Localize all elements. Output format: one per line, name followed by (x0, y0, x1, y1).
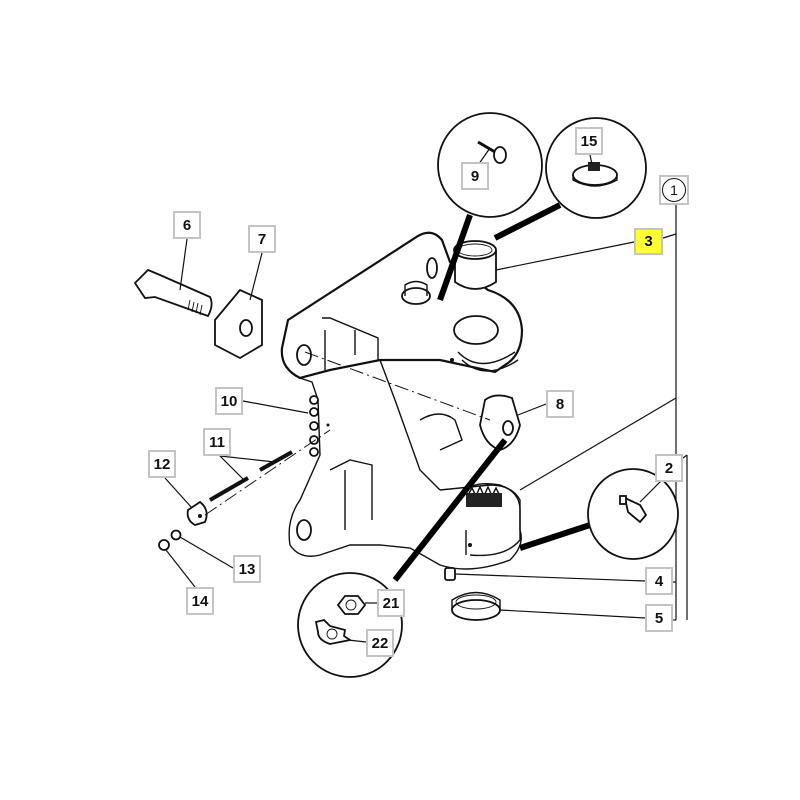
detail-circle-pin-9 (437, 112, 543, 218)
callout-14-label: 14 (191, 592, 209, 610)
washer-13 (170, 529, 182, 541)
callout-11[interactable]: 11 (203, 428, 231, 456)
callout-2[interactable]: 2 (655, 454, 683, 482)
callout-9[interactable]: 9 (461, 162, 489, 190)
ring-5 (451, 591, 501, 621)
callout-6[interactable]: 6 (173, 211, 201, 239)
grease-nipple-4 (444, 567, 456, 581)
callout-11-label: 11 (209, 433, 225, 451)
callout-14[interactable]: 14 (186, 587, 214, 615)
callout-13-label: 13 (238, 560, 256, 578)
callout-9-label: 9 (470, 167, 480, 185)
callout-1-label: 1 (662, 178, 686, 202)
spline-teeth (466, 485, 502, 507)
bolt-6 (133, 268, 213, 318)
bush-3 (453, 240, 497, 290)
callout-8[interactable]: 8 (546, 390, 574, 418)
plate-7 (214, 288, 263, 360)
group-bracket-lines (662, 205, 688, 621)
callout-7-label: 7 (257, 230, 267, 248)
callout-3-highlighted[interactable]: 3 (634, 228, 663, 255)
callout-6-label: 6 (182, 216, 192, 234)
callout-7[interactable]: 7 (248, 225, 276, 253)
callout-4[interactable]: 4 (645, 567, 673, 595)
callout-12[interactable]: 12 (148, 450, 176, 478)
callout-2-label: 2 (664, 459, 674, 477)
callout-12-label: 12 (153, 455, 171, 473)
callout-4-label: 4 (654, 572, 664, 590)
callout-5[interactable]: 5 (645, 604, 673, 632)
detail-circle-cap-15 (545, 117, 647, 219)
callout-10-label: 10 (220, 392, 238, 410)
leader-lines (164, 202, 677, 619)
tab-12 (186, 500, 208, 526)
callout-1[interactable]: 1 (659, 175, 689, 205)
studs-11 (208, 450, 293, 502)
stud-nuts-10 (309, 395, 330, 457)
callout-21[interactable]: 21 (377, 589, 405, 617)
callout-21-label: 21 (382, 594, 400, 612)
callout-13[interactable]: 13 (233, 555, 261, 583)
main-bracket (280, 231, 524, 570)
callout-15[interactable]: 15 (575, 127, 603, 155)
callout-15-label: 15 (580, 132, 598, 150)
nut-14 (158, 539, 170, 551)
callout-3-label: 3 (644, 233, 653, 250)
callout-10[interactable]: 10 (215, 387, 243, 415)
callout-22[interactable]: 22 (366, 629, 394, 657)
end-cap-8 (479, 394, 521, 451)
callout-8-label: 8 (555, 395, 565, 413)
callout-22-label: 22 (371, 634, 389, 652)
detail-circle-grease-2 (587, 468, 679, 560)
callout-5-label: 5 (654, 609, 664, 627)
